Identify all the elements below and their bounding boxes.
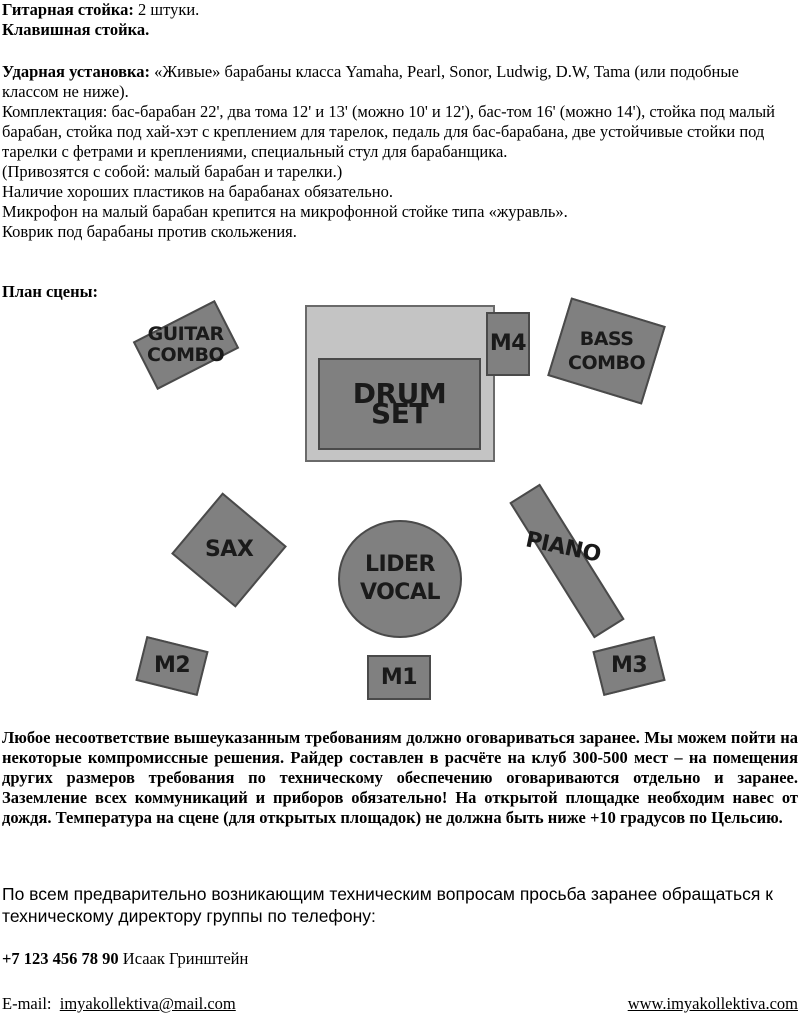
mic-m2: M2 xyxy=(135,635,209,697)
mic-m1: M1 xyxy=(367,655,431,700)
contact-name: Исаак Гринштейн xyxy=(118,949,249,968)
lider-vocal: LIDER VOCAL xyxy=(338,520,462,638)
stage-plan-title: План сцены: xyxy=(2,282,99,301)
bass-combo: BASS COMBO xyxy=(547,297,666,405)
email-line: E-mail: imyakollektiva@mail.com xyxy=(2,994,236,1013)
guitar-stand-line: Гитарная стойка: 2 штуки. xyxy=(2,0,200,19)
keyboard-stand-line: Клавишная стойка. xyxy=(2,20,150,39)
drum-kit-bring-along: (Привозятся с собой: малый барабан и тар… xyxy=(2,162,343,181)
stage-plan-diagram: DRUM SET M4 GUITAR COMBO BASS COMBO SAX … xyxy=(0,290,800,710)
drum-kit-mic-note: Микрофон на малый барабан крепится на ми… xyxy=(2,202,568,221)
website-link[interactable]: www.imyakollektiva.com xyxy=(627,994,798,1013)
drum-kit-heads-note: Наличие хороших пластиков на барабанах о… xyxy=(2,182,393,201)
requirements-header: Гитарная стойка: 2 штуки. Клавишная стой… xyxy=(2,0,798,40)
mic-m4: M4 xyxy=(486,312,530,376)
notice-paragraph: Любое несоответствие вышеуказанным требо… xyxy=(2,728,798,827)
drum-set: DRUM SET xyxy=(318,358,481,450)
sax-position: SAX xyxy=(171,492,287,608)
footer-links: E-mail: imyakollektiva@mail.com www.imya… xyxy=(2,994,798,1014)
email-link[interactable]: imyakollektiva@mail.com xyxy=(59,994,236,1013)
phone-line: +7 123 456 78 90 Исаак Гринштейн xyxy=(2,949,798,969)
mic-m3: M3 xyxy=(592,635,666,697)
drum-kit-composition: Комплектация: бас-барабан 22', два тома … xyxy=(2,102,776,161)
guitar-combo: GUITAR COMBO xyxy=(132,300,240,390)
phone-number: +7 123 456 78 90 xyxy=(2,949,119,968)
drum-kit-rug-note: Коврик под барабаны против скольжения. xyxy=(2,222,297,241)
drum-kit-section: Ударная установка: «Живые» барабаны клас… xyxy=(2,62,798,242)
drum-kit-intro: Ударная установка: «Живые» барабаны клас… xyxy=(2,62,739,101)
contact-request: По всем предварительно возникающим техни… xyxy=(2,884,773,926)
piano-label: PIANO xyxy=(523,527,603,568)
